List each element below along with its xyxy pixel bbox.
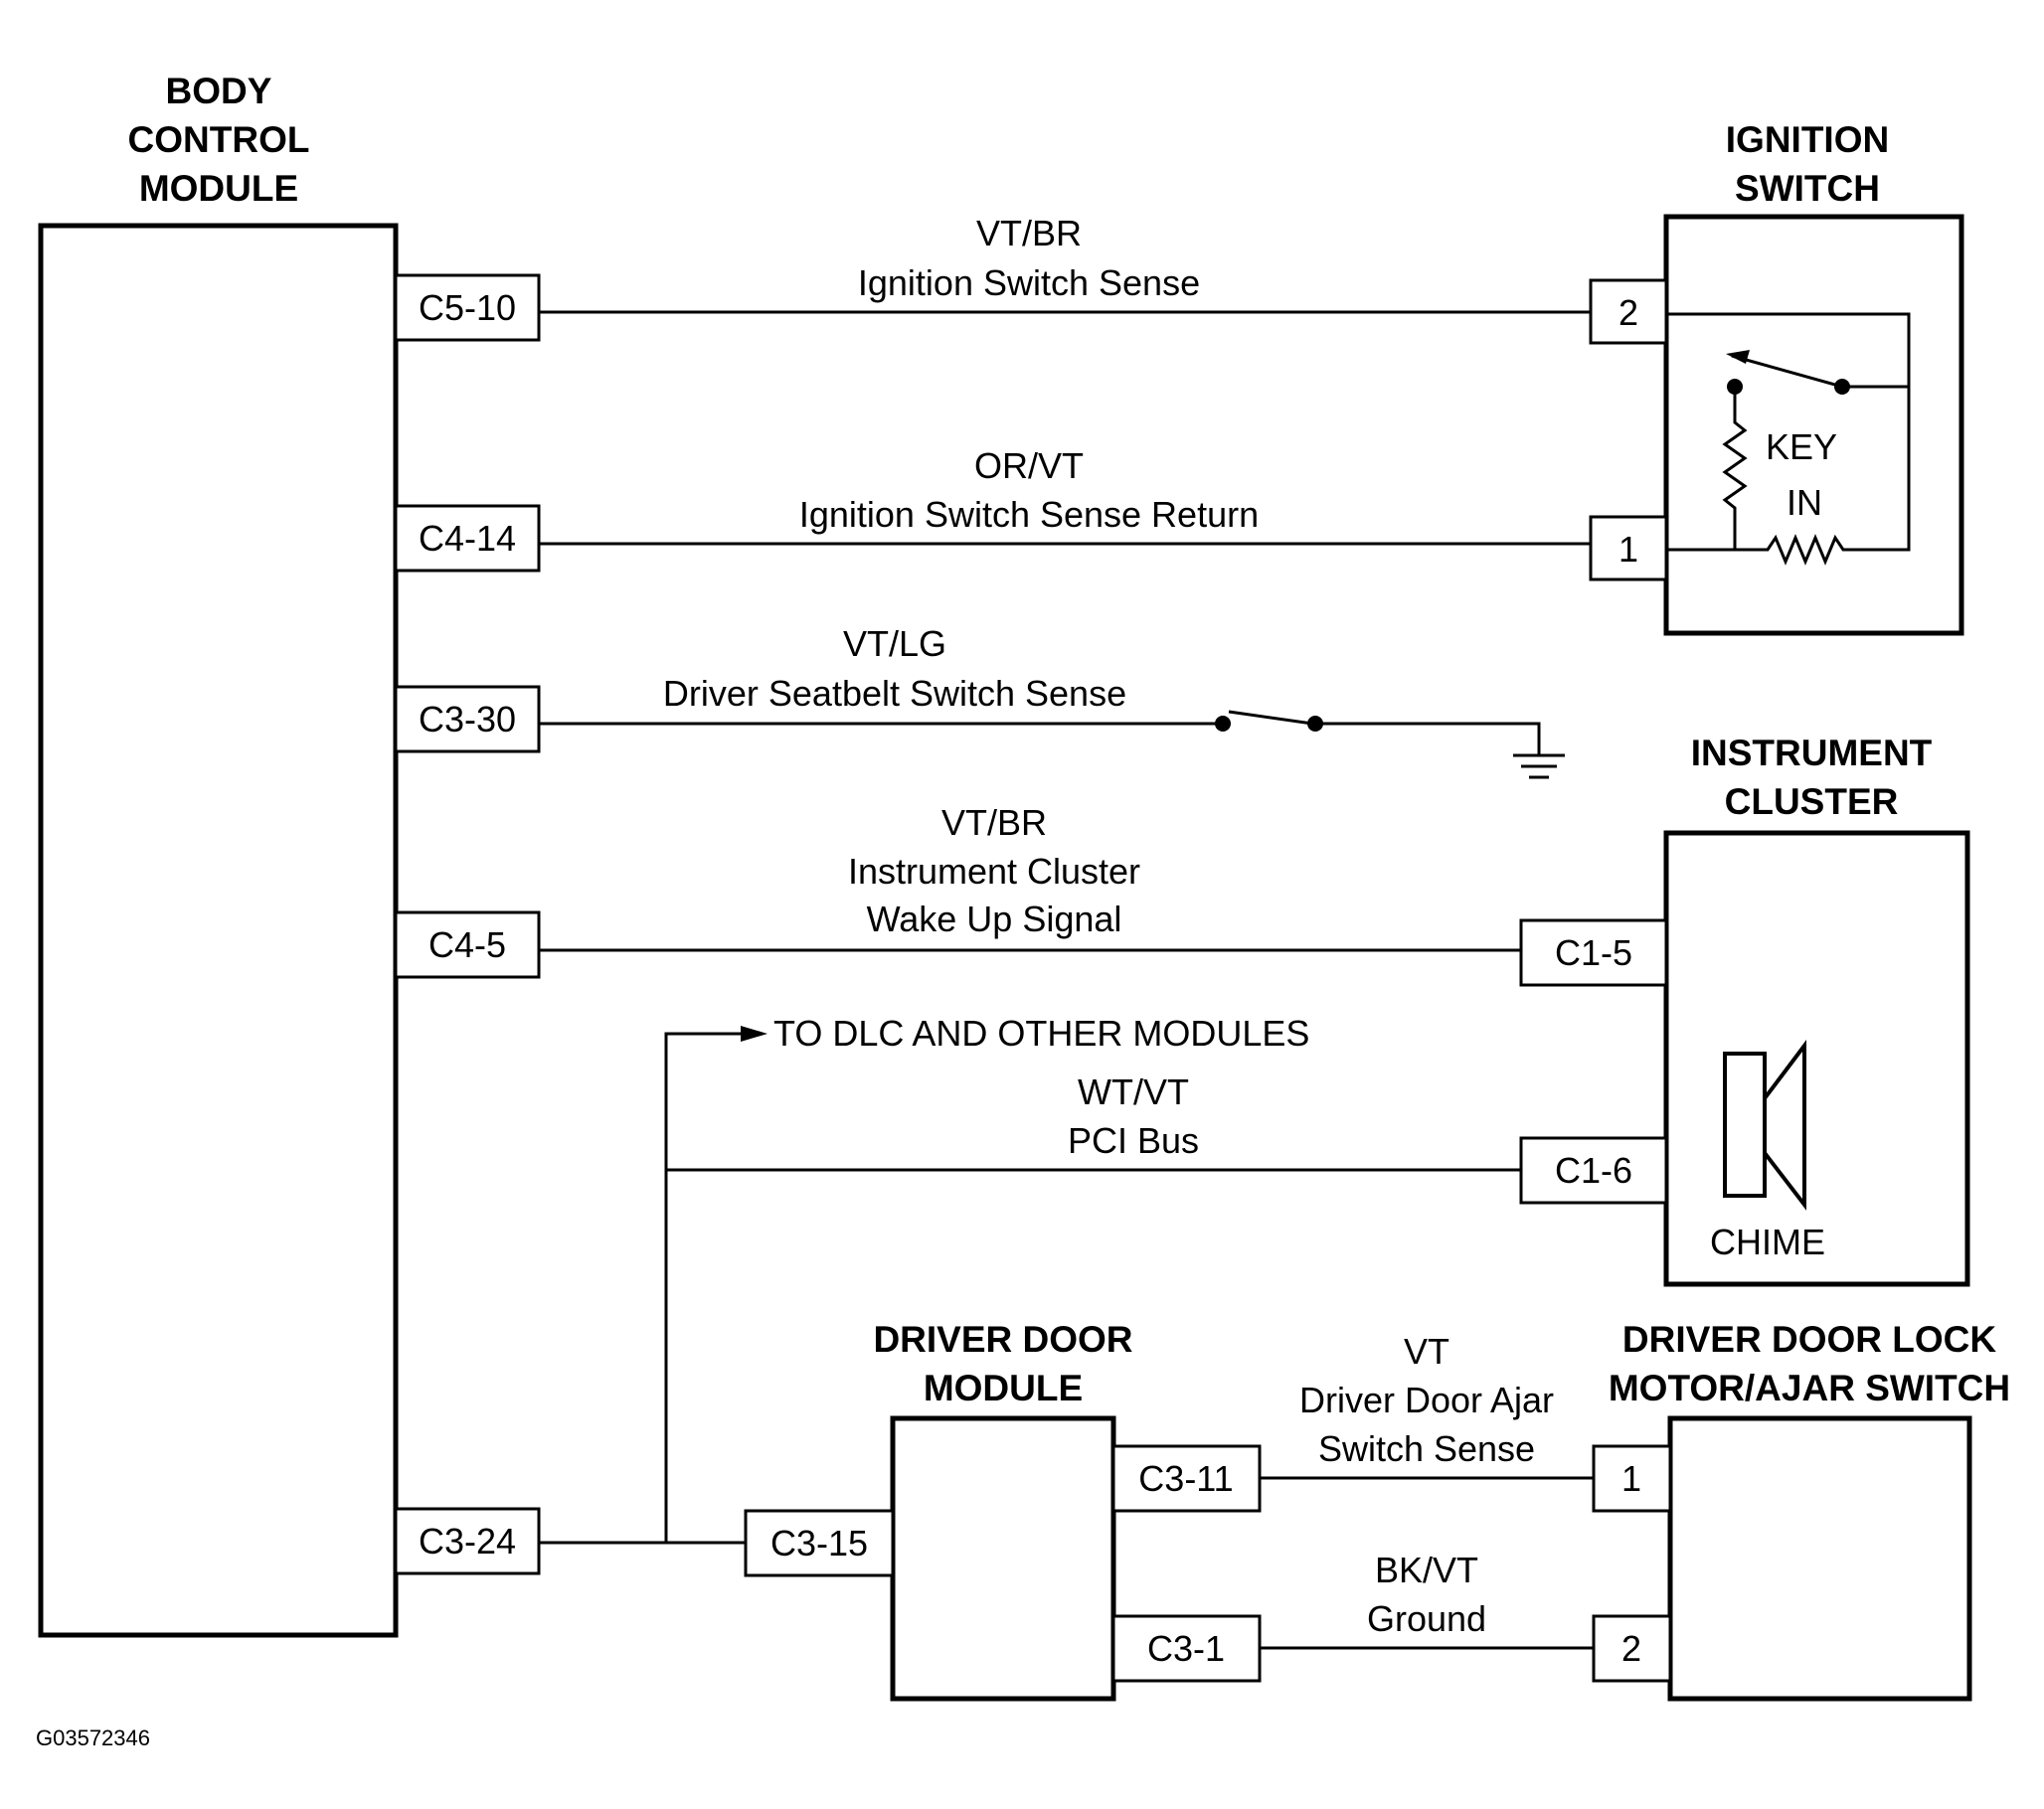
ignition-switch: IGNITION SWITCH [1663,119,1964,636]
svg-text:1: 1 [1618,529,1638,570]
svg-text:1: 1 [1621,1458,1641,1499]
wire-function-label: Ground [1367,1598,1486,1639]
ignition-title-line1: IGNITION [1726,119,1889,160]
chime-speaker-icon: CHIME [1710,1040,1825,1262]
ignition-title-line2: SWITCH [1735,168,1880,209]
key-in-switch: KEY IN [1666,312,1911,566]
svg-text:C4-5: C4-5 [428,924,506,965]
svg-text:C3-15: C3-15 [770,1523,868,1563]
wire-function-line2: Switch Sense [1318,1428,1535,1469]
wire-function-line1: Driver Door Ajar [1299,1380,1554,1420]
driver-door-module: DRIVER DOOR MODULE [873,1319,1133,1702]
figure-id: G03572346 [36,1726,150,1750]
door-lock-pin-2: 2 [1592,1614,1672,1683]
ground-symbol-icon [1513,753,1565,779]
key-in-label-line2: IN [1787,482,1822,523]
wire-instrument-cluster-wake-up: VT/BR Instrument Cluster Wake Up Signal [539,802,1521,952]
cluster-title-line2: CLUSTER [1725,781,1899,822]
wire-function-label: PCI Bus [1068,1120,1199,1161]
door-lock-pin-1: 1 [1592,1444,1672,1513]
svg-text:2: 2 [1621,1628,1641,1669]
wire-function-line1: Instrument Cluster [848,851,1140,892]
ddm-title-line1: DRIVER DOOR [873,1319,1132,1360]
wire-color-bk-vt: BK/VT [1375,1550,1478,1590]
instrument-cluster: INSTRUMENT CLUSTER [1663,733,1970,1287]
wire-function-label: Driver Seatbelt Switch Sense [663,673,1126,714]
bcm-title-line2: CONTROL [128,119,310,160]
arrow-right-icon [741,1026,767,1042]
bcm-box [38,223,399,1638]
ignition-switch-box [1663,214,1964,636]
wire-pci-bus: TO DLC AND OTHER MODULES WT/VT PCI Bus [539,1013,1521,1545]
bcm-pin-c5-10: C5-10 [394,273,541,342]
bcm-pin-c4-14: C4-14 [394,504,541,573]
to-dlc-label: TO DLC AND OTHER MODULES [773,1013,1309,1054]
wire-ignition-switch-sense-return: OR/VT Ignition Switch Sense Return [539,445,1591,546]
svg-text:C3-11: C3-11 [1138,1458,1233,1499]
cluster-pin-c1-5: C1-5 [1519,918,1668,987]
door-lock-motor-ajar-switch: DRIVER DOOR LOCK MOTOR/AJAR SWITCH [1609,1319,2010,1702]
door-lock-motor-box [1667,1415,1972,1702]
wire-driver-door-ajar-switch-sense: VT Driver Door Ajar Switch Sense [1260,1331,1594,1480]
ddm-title-line2: MODULE [924,1368,1083,1408]
ddm-pin-c3-15: C3-15 [744,1509,895,1577]
bcm-title-line3: MODULE [139,168,298,209]
ignition-pin-1: 1 [1589,515,1668,581]
ddm-pin-c3-11: C3-11 [1111,1444,1262,1513]
bcm-pin-c4-5: C4-5 [394,910,541,979]
svg-text:C1-6: C1-6 [1555,1150,1632,1191]
svg-text:C3-30: C3-30 [419,699,516,740]
wire-function-label: Ignition Switch Sense Return [799,494,1259,535]
body-control-module: BODY CONTROL MODULE [38,71,399,1638]
wire-function-line2: Wake Up Signal [867,899,1122,939]
wire-color-vt-br: VT/BR [941,802,1047,843]
wire-color-vt-lg: VT/LG [843,623,946,664]
chime-label: CHIME [1710,1222,1825,1262]
wire-color-vt: VT [1404,1331,1449,1372]
svg-text:C4-14: C4-14 [419,518,516,559]
wire-function-label: Ignition Switch Sense [858,262,1200,303]
bcm-pin-c3-24: C3-24 [394,1507,541,1575]
wire-color-wt-vt: WT/VT [1078,1071,1189,1112]
door-lock-title-line2: MOTOR/AJAR SWITCH [1609,1368,2010,1408]
svg-text:2: 2 [1618,292,1638,333]
instrument-cluster-box [1663,830,1970,1287]
wire-ignition-switch-sense: VT/BR Ignition Switch Sense [539,213,1591,314]
ignition-pin-2: 2 [1589,278,1668,345]
svg-text:C5-10: C5-10 [419,287,516,328]
wire-driver-seatbelt-switch-sense: VT/LG Driver Seatbelt Switch Sense [539,623,1565,779]
wire-color-vt-br: VT/BR [976,213,1082,253]
svg-text:C3-24: C3-24 [419,1521,516,1562]
driver-door-module-box [890,1415,1116,1702]
cluster-pin-c1-6: C1-6 [1519,1136,1668,1205]
svg-text:C3-1: C3-1 [1147,1628,1225,1669]
cluster-title-line1: INSTRUMENT [1691,733,1933,773]
key-in-label-line1: KEY [1766,426,1837,467]
door-lock-title-line1: DRIVER DOOR LOCK [1622,1319,1996,1360]
bcm-title-line1: BODY [166,71,272,111]
svg-text:C1-5: C1-5 [1555,932,1632,973]
ddm-pin-c3-1: C3-1 [1111,1614,1262,1683]
bcm-pin-c3-30: C3-30 [394,685,541,753]
wire-color-or-vt: OR/VT [974,445,1084,486]
wire-ground: BK/VT Ground [1260,1550,1594,1650]
